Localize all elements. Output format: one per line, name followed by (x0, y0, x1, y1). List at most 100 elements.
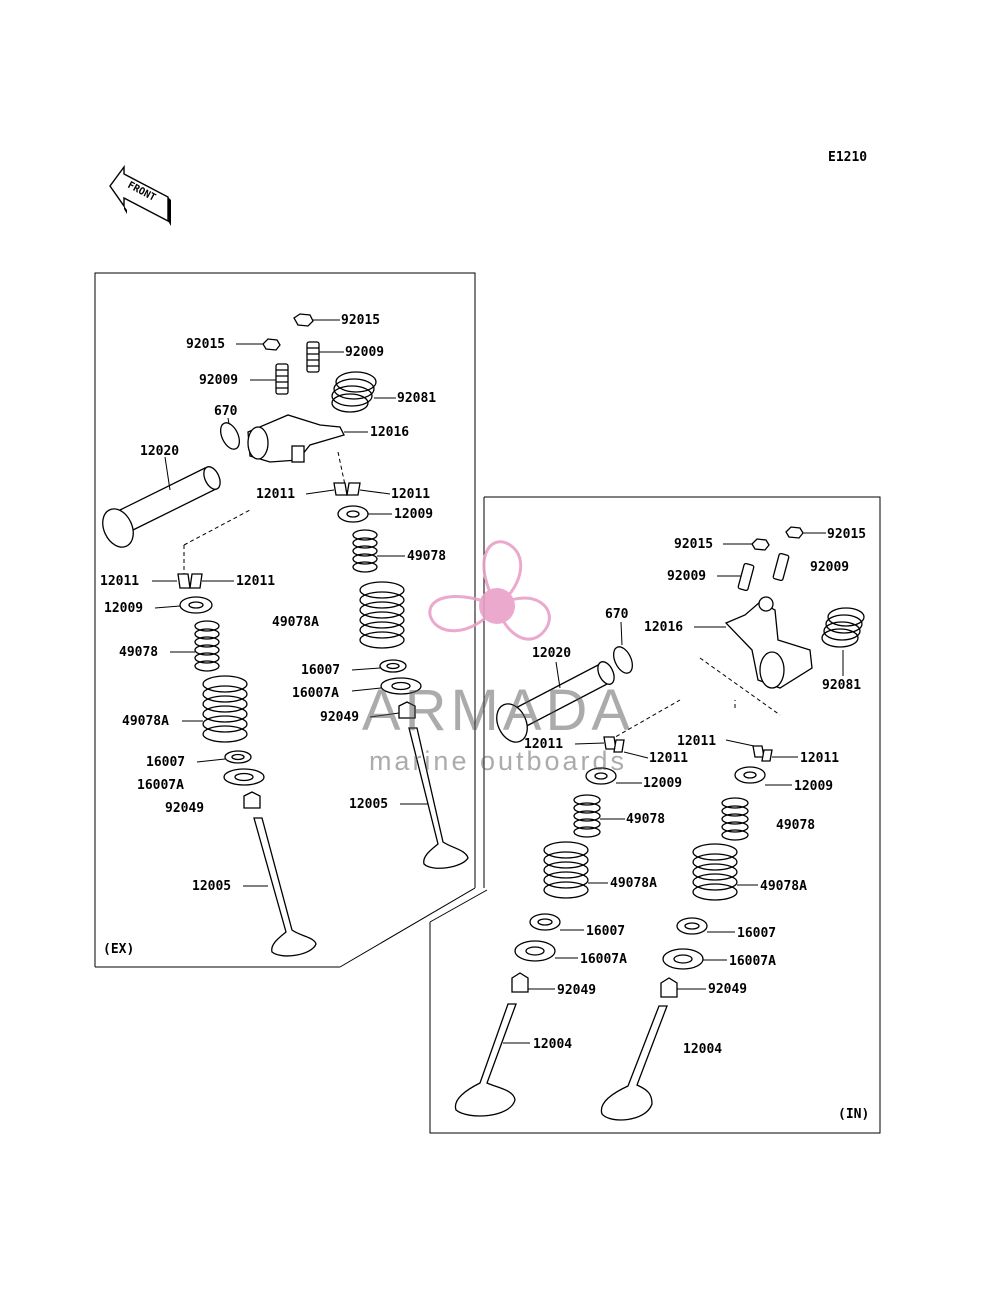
watermark-brand: ARMADA (362, 678, 634, 743)
collet-part (613, 739, 625, 753)
collet-part (761, 749, 773, 762)
label-92049: 92049 (557, 983, 596, 998)
rocker-arm-part (247, 414, 345, 463)
label-49078: 49078 (407, 549, 446, 564)
stem-seal-part (398, 701, 416, 719)
collet-part (752, 745, 765, 758)
valve-part (253, 817, 317, 957)
label-12011: 12011 (649, 751, 688, 766)
collet-part (189, 573, 203, 589)
label-92015: 92015 (827, 527, 866, 542)
outer-spring-part (543, 841, 589, 899)
label-670: 670 (214, 404, 238, 419)
collet-part (333, 482, 348, 496)
collet-part (177, 573, 191, 589)
adjust-screw-part (737, 562, 755, 592)
label-12016: 12016 (644, 620, 683, 635)
spring-seat-part (676, 917, 708, 935)
label-49078a: 49078A (272, 615, 319, 630)
outer-spring-part (692, 843, 738, 901)
spring-seat-part (662, 948, 704, 970)
label-12011: 12011 (800, 751, 839, 766)
label-92015: 92015 (341, 313, 380, 328)
label-12020: 12020 (532, 646, 571, 661)
label-16007a: 16007A (729, 954, 776, 969)
label-12009: 12009 (104, 601, 143, 616)
label-92015: 92015 (674, 537, 713, 552)
label-12005: 12005 (192, 879, 231, 894)
label-12004: 12004 (533, 1037, 572, 1052)
rocker-arm-part (724, 596, 813, 689)
stem-seal-part (243, 791, 261, 809)
oring-part (219, 422, 241, 450)
label-92009: 92009 (199, 373, 238, 388)
retainer-part (337, 505, 369, 523)
adjust-screw-part (772, 552, 790, 582)
collet-part (346, 482, 361, 496)
label-12020: 12020 (140, 444, 179, 459)
spring-seat-part (514, 940, 556, 962)
inner-spring-part (573, 794, 601, 838)
label-92049: 92049 (320, 710, 359, 725)
rocker-spring-part (821, 607, 865, 648)
retainer-part (179, 596, 213, 614)
propeller-hub-icon (479, 588, 515, 624)
label-16007: 16007 (586, 924, 625, 939)
outer-spring-part (202, 675, 248, 743)
label-12011: 12011 (391, 487, 430, 502)
valve-part (454, 1003, 517, 1117)
label-12011: 12011 (256, 487, 295, 502)
valve-part (408, 727, 469, 869)
spring-seat-part (224, 750, 252, 764)
rocker-shaft-part (102, 466, 221, 548)
label-49078: 49078 (776, 818, 815, 833)
intake-tag: (IN) (838, 1107, 869, 1122)
propeller-logo-icon (428, 540, 551, 641)
adjust-screw-part (275, 363, 289, 395)
label-16007: 16007 (737, 926, 776, 941)
nut-part (293, 313, 314, 327)
label-12009: 12009 (794, 779, 833, 794)
label-92009: 92009 (667, 569, 706, 584)
inner-spring-part (194, 620, 220, 672)
label-12011: 12011 (524, 737, 563, 752)
retainer-part (734, 766, 766, 784)
exhaust-tag: (EX) (103, 942, 134, 957)
label-49078a: 49078A (122, 714, 169, 729)
inner-spring-part (352, 529, 378, 573)
watermark-tagline: marine outboards (369, 746, 627, 776)
stem-seal-part (660, 977, 678, 998)
exhaust-parts (102, 313, 469, 957)
intake-labels: 92015 92015 92009 92009 670 12016 12020 … (503, 527, 866, 1057)
label-16007: 16007 (301, 663, 340, 678)
exhaust-panel-frame (94, 272, 488, 968)
label-12009: 12009 (643, 776, 682, 791)
rocker-spring-part (331, 371, 377, 413)
label-49078: 49078 (119, 645, 158, 660)
label-16007a: 16007A (137, 778, 184, 793)
intake-parts (454, 526, 865, 1121)
spring-seat-part (379, 659, 407, 673)
label-92081: 92081 (397, 391, 436, 406)
label-92009: 92009 (810, 560, 849, 575)
label-92081: 92081 (822, 678, 861, 693)
label-49078a: 49078A (610, 876, 657, 891)
outer-spring-part (359, 581, 405, 649)
label-670: 670 (605, 607, 629, 622)
label-49078: 49078 (626, 812, 665, 827)
stem-seal-part (511, 972, 529, 993)
retainer-part (585, 767, 617, 785)
label-92049: 92049 (708, 982, 747, 997)
label-12011: 12011 (677, 734, 716, 749)
label-16007a: 16007A (292, 686, 339, 701)
label-92015: 92015 (186, 337, 225, 352)
oring-part (612, 646, 634, 674)
nut-part (785, 526, 804, 539)
label-92049: 92049 (165, 801, 204, 816)
label-12009: 12009 (394, 507, 433, 522)
spring-seat-part (380, 677, 422, 695)
label-12011: 12011 (236, 574, 275, 589)
label-12004: 12004 (683, 1042, 722, 1057)
inner-spring-part (721, 797, 749, 841)
